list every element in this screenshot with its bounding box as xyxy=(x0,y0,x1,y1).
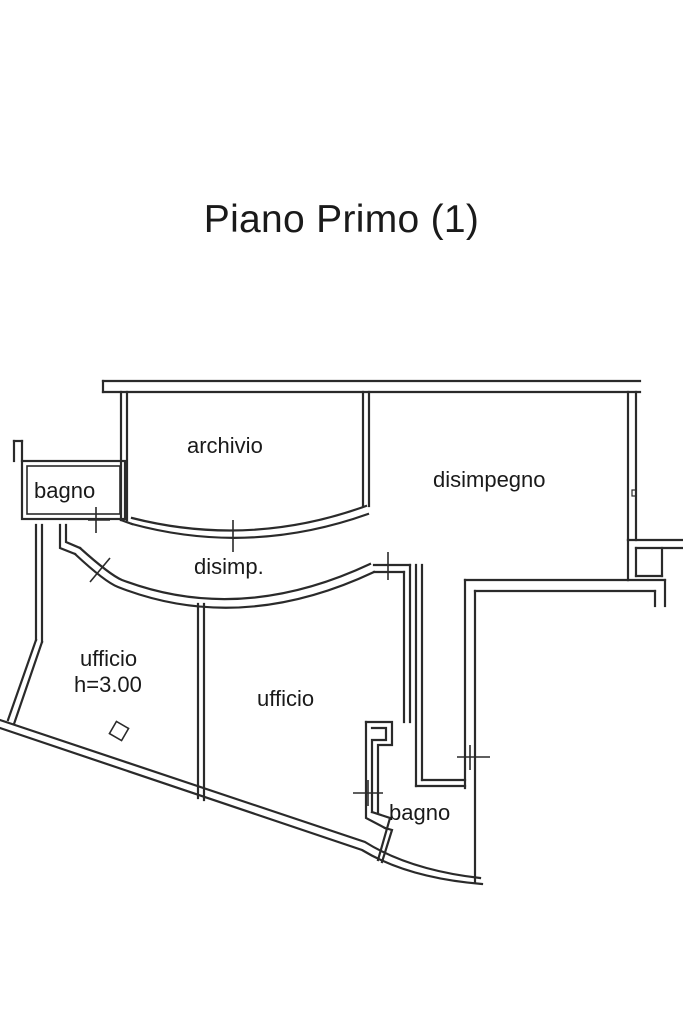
ufficio-left-walls xyxy=(6,523,130,742)
room-label-disimp: disimp. xyxy=(194,554,264,579)
disimpegno-boundary xyxy=(457,578,667,884)
room-label-archivio: archivio xyxy=(187,433,263,458)
room-label-bagno-bottom: bagno xyxy=(389,800,450,825)
right-exterior-wall xyxy=(626,390,683,582)
office-divider xyxy=(196,602,206,802)
page-title: Piano Primo (1) xyxy=(203,198,480,241)
room-label-disimpegno: disimpegno xyxy=(433,467,546,492)
bottom-exterior-wall xyxy=(0,718,484,886)
archivio-walls xyxy=(119,390,371,552)
room-label-bagno-left: bagno xyxy=(34,478,95,503)
room-label-ufficio-left-height: h=3.00 xyxy=(74,672,142,697)
room-label-ufficio-left: ufficio xyxy=(80,646,137,671)
disimp-walls xyxy=(58,523,412,609)
ufficio-center-walls xyxy=(402,563,467,788)
bagno-left-walls xyxy=(12,439,127,533)
top-exterior-wall xyxy=(101,379,642,394)
bagno-bottom-walls xyxy=(353,720,394,864)
room-label-ufficio-center: ufficio xyxy=(257,686,314,711)
